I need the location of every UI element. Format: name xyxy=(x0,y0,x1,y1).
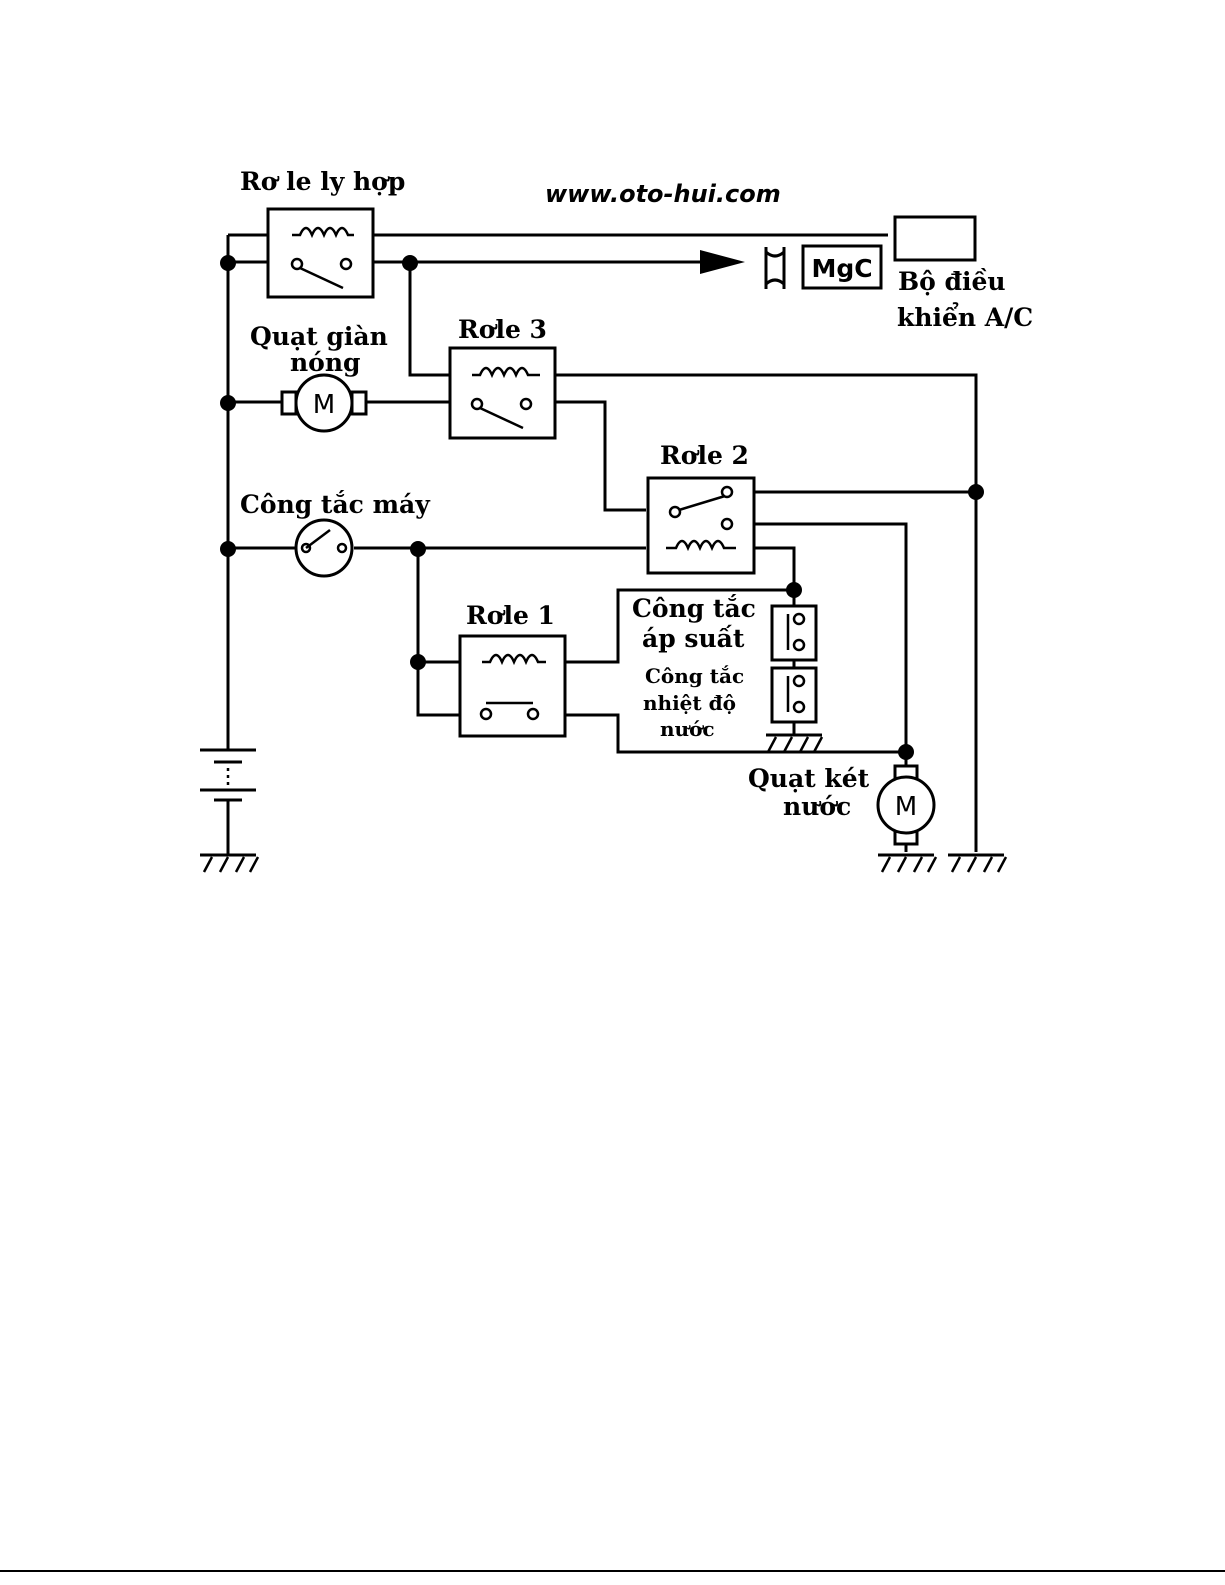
clutch-relay-label: Rơ le ly hợp xyxy=(240,167,405,196)
clutch-relay xyxy=(268,209,373,297)
pressure-switch-label-1: Công tắc xyxy=(632,594,756,623)
pressure-switch-label-2: áp suất xyxy=(642,624,745,653)
ground-icon xyxy=(200,855,258,872)
ac-controller-box xyxy=(895,217,975,260)
ground-icon xyxy=(948,855,1006,872)
ac-controller-label-2: khiển A/C xyxy=(897,303,1033,332)
relay-3 xyxy=(450,348,555,438)
radiator-fan-label-1: Quạt két xyxy=(748,764,870,793)
ac-controller-label-1: Bộ điều xyxy=(898,267,1006,296)
ground-icon xyxy=(878,855,936,872)
relay-2 xyxy=(648,478,754,573)
condenser-fan-label-2: nóng xyxy=(290,348,361,377)
water-temp-switch xyxy=(766,668,822,752)
water-temp-switch-label-1: Công tắc xyxy=(645,664,744,688)
watermark-text: www.oto-hui.com xyxy=(545,180,781,208)
magnetic-clutch-label: MgC xyxy=(811,254,872,283)
water-temp-switch-label-3: nước xyxy=(660,717,715,741)
condenser-fan-label-1: Quạt giàn xyxy=(250,322,388,351)
page-bottom-rule xyxy=(0,1570,1225,1572)
radiator-fan-label-2: nước xyxy=(783,792,851,821)
relay-3-label: Rơle 3 xyxy=(458,315,547,344)
ignition-switch-label: Công tắc máy xyxy=(240,490,431,519)
magnetic-clutch: MgC xyxy=(700,246,881,289)
relay-2-label: Rơle 2 xyxy=(660,441,749,470)
condenser-fan-motor: M xyxy=(282,375,366,431)
relay-1 xyxy=(460,636,565,736)
radiator-fan-motor: M xyxy=(878,766,934,844)
pressure-switch xyxy=(772,606,816,660)
battery-icon xyxy=(200,750,256,800)
water-temp-switch-label-2: nhiệt độ xyxy=(643,691,736,715)
relay-1-label: Rơle 1 xyxy=(466,601,555,630)
ignition-switch xyxy=(296,520,352,576)
motor-icon: M xyxy=(313,390,335,420)
pulley-icon xyxy=(766,247,784,289)
motor-icon: M xyxy=(895,792,917,822)
arrow-right-icon xyxy=(700,250,745,274)
